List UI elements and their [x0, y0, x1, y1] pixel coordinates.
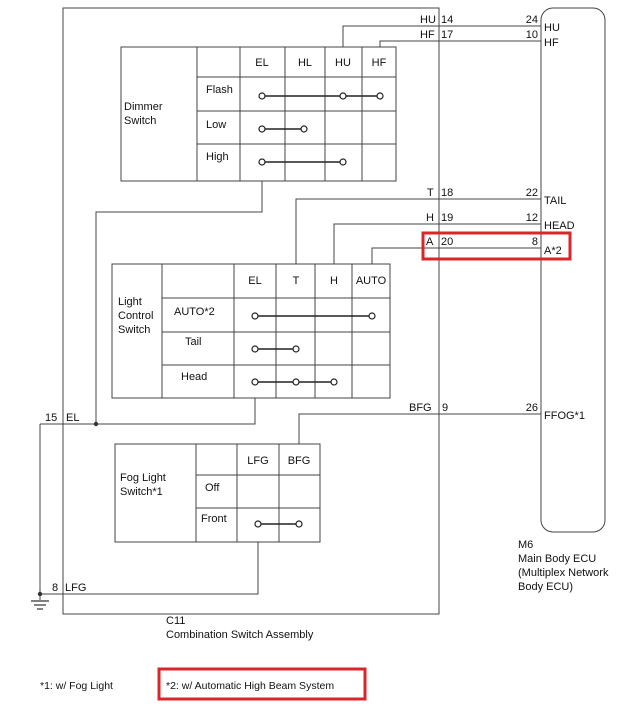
- main-body-ecu-box: [540, 7, 606, 533]
- footnote-1: *1: w/ Fog Light: [40, 680, 113, 692]
- c11-el-label: EL: [66, 412, 79, 424]
- dimmer-high-contacts: [258, 158, 347, 166]
- light-row-tail: Tail: [185, 336, 202, 348]
- light-col-auto: AUTO: [356, 275, 387, 287]
- wire-hu: [342, 25, 541, 47]
- dimmer-col-hl: HL: [298, 57, 312, 69]
- fog-light-switch-table: Fog Light Switch*1 LFG BFG Off Front: [114, 443, 321, 543]
- auto-signal-highlight: [421, 231, 572, 261]
- wire-lfg: [40, 542, 259, 595]
- wire-el-dimmer: [95, 181, 263, 424]
- dimmer-low-contacts: [258, 125, 308, 133]
- fog-row-off: Off: [205, 482, 220, 494]
- fog-row-front: Front: [201, 513, 227, 525]
- wire-ffog: [298, 413, 541, 444]
- c11-hu-label: HU: [420, 14, 436, 26]
- light-tail-contacts: [251, 345, 300, 353]
- ecu-head-label: HEAD: [544, 220, 575, 232]
- wire-tail: [295, 198, 541, 264]
- ecu-tail-label: TAIL: [544, 195, 566, 207]
- wire-hf: [379, 40, 541, 47]
- c11-a-pin: 20: [441, 236, 453, 248]
- c11-bfg-pin: 9: [442, 402, 448, 414]
- light-head-contacts: [251, 378, 338, 386]
- c11-lfg-pin: 8: [52, 582, 58, 594]
- dimmer-row-flash: Flash: [206, 84, 233, 96]
- dimmer-col-el: EL: [255, 57, 268, 69]
- light-col-el: EL: [248, 275, 261, 287]
- c11-hf-label: HF: [420, 29, 435, 41]
- light-col-h: H: [330, 275, 338, 287]
- c11-h-label: H: [426, 212, 434, 224]
- ground-icon: [31, 600, 49, 610]
- dimmer-col-hu: HU: [335, 57, 351, 69]
- c11-lfg-label: LFG: [65, 582, 86, 594]
- dimmer-flash-contacts: [258, 92, 384, 100]
- wires: [37, 25, 541, 600]
- c11-t-label: T: [427, 187, 434, 199]
- light-auto-contacts: [251, 312, 376, 320]
- dimmer-row-high: High: [206, 151, 229, 163]
- ecu-id: M6: [518, 539, 533, 551]
- lfg-junction: [37, 591, 43, 597]
- ecu-tail-pin: 22: [526, 187, 538, 199]
- dimmer-row-low: Low: [206, 119, 226, 131]
- light-row-auto: AUTO*2: [174, 306, 215, 318]
- c11-bfg-label: BFG: [409, 402, 432, 414]
- light-row-head: Head: [181, 371, 207, 383]
- light-control-title-2: Control: [118, 310, 153, 322]
- ecu-auto-label: A*2: [544, 245, 562, 257]
- fog-front-contacts: [254, 520, 303, 528]
- ecu-ffog-label: FFOG*1: [544, 410, 585, 422]
- combination-switch-name: Combination Switch Assembly: [166, 629, 314, 641]
- note2-highlight: [157, 667, 367, 701]
- c11-hf-pin: 17: [441, 29, 453, 41]
- light-control-title-3: Switch: [118, 324, 150, 336]
- ecu-alt-name-1: (Multiplex Network: [518, 567, 609, 579]
- light-col-t: T: [293, 275, 300, 287]
- c11-el-pin: 15: [45, 412, 57, 424]
- fog-col-lfg: LFG: [247, 455, 268, 467]
- combination-switch-assembly-box: [62, 7, 440, 615]
- light-control-title-1: Light: [118, 296, 142, 308]
- ecu-hf-label: HF: [544, 37, 559, 49]
- ecu-auto-pin: 8: [532, 236, 538, 248]
- dimmer-switch-title-1: Dimmer: [124, 101, 163, 113]
- ecu-alt-name-2: Body ECU): [518, 581, 573, 593]
- footnote-2: *2: w/ Automatic High Beam System: [166, 680, 334, 692]
- fog-switch-title-1: Fog Light: [120, 472, 166, 484]
- light-control-switch-table: Light Control Switch EL T H AUTO AUTO*2 …: [111, 263, 391, 399]
- wire-el-light: [40, 398, 256, 425]
- el-junction: [93, 421, 99, 427]
- fog-col-bfg: BFG: [288, 455, 311, 467]
- c11-hu-pin: 14: [441, 14, 453, 26]
- c11-h-pin: 19: [441, 212, 453, 224]
- c11-a-label: A: [426, 236, 434, 248]
- wire-auto: [371, 247, 541, 264]
- combination-switch-id: C11: [166, 615, 185, 627]
- ecu-hu-label: HU: [544, 22, 560, 34]
- ecu-name: Main Body ECU: [518, 553, 596, 565]
- dimmer-switch-title-2: Switch: [124, 115, 156, 127]
- dimmer-col-hf: HF: [372, 57, 387, 69]
- fog-switch-title-2: Switch*1: [120, 486, 163, 498]
- ecu-hu-pin: 24: [526, 14, 538, 26]
- wire-head: [333, 223, 541, 264]
- ecu-ffog-pin: 26: [526, 402, 538, 414]
- c11-t-pin: 18: [441, 187, 453, 199]
- ecu-hf-pin: 10: [526, 29, 538, 41]
- dimmer-switch-table: Dimmer Switch EL HL HU HF Flash Low High: [120, 46, 397, 182]
- ecu-head-pin: 12: [526, 212, 538, 224]
